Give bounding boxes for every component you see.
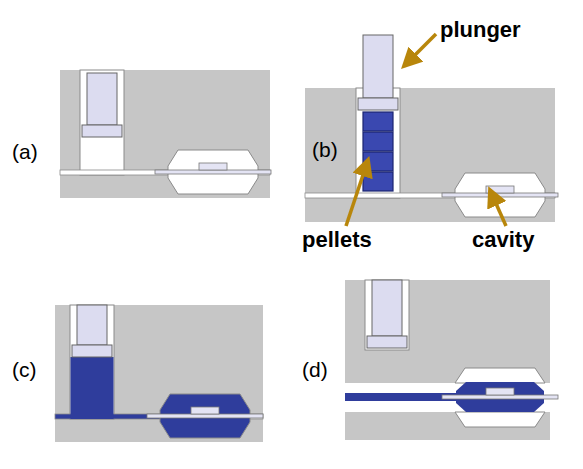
panel-letter: (c) (12, 358, 37, 381)
part-label: pellets (302, 228, 372, 252)
plunger-rod (87, 73, 117, 125)
leadframe (442, 193, 558, 197)
leadframe (147, 414, 263, 418)
mold-panel (305, 35, 558, 222)
mold-panel-open (345, 280, 558, 440)
pellet (363, 172, 393, 191)
leader-arrow (346, 160, 368, 226)
cavity-lower-half (455, 412, 545, 427)
mold-panel (55, 305, 263, 442)
mold-panels (55, 35, 558, 442)
chip (486, 388, 514, 395)
plunger-head (82, 125, 122, 137)
pellet (363, 112, 393, 131)
leadframe (155, 170, 271, 174)
panel-letter: (d) (302, 358, 328, 381)
leadframe (442, 395, 558, 399)
chip (191, 407, 219, 414)
pot (365, 280, 409, 350)
pot (70, 305, 114, 419)
lower-mold-block (345, 412, 550, 440)
plunger-rod (77, 305, 107, 345)
part-label: cavity (472, 228, 534, 252)
plunger-rod (372, 280, 402, 336)
plunger-rod (363, 35, 393, 98)
plunger-head (72, 345, 112, 357)
panel-letter: (a) (12, 140, 38, 163)
plunger-head (367, 336, 407, 348)
mold-panel (60, 70, 271, 198)
mold-block (305, 88, 555, 222)
leader-arrows (346, 34, 506, 226)
panel-letter: (b) (312, 138, 338, 161)
leader-arrow (490, 190, 506, 226)
pellet (363, 132, 393, 151)
chip (199, 163, 227, 170)
mold-block (55, 305, 263, 442)
cavity-upper-half (455, 368, 545, 383)
plunger-head (358, 98, 398, 110)
part-label: plunger (440, 18, 521, 42)
molding-compound (71, 357, 114, 419)
leader-arrow (404, 34, 436, 66)
upper-mold-block (345, 280, 550, 383)
pot (80, 70, 124, 175)
mold-block (60, 70, 270, 198)
